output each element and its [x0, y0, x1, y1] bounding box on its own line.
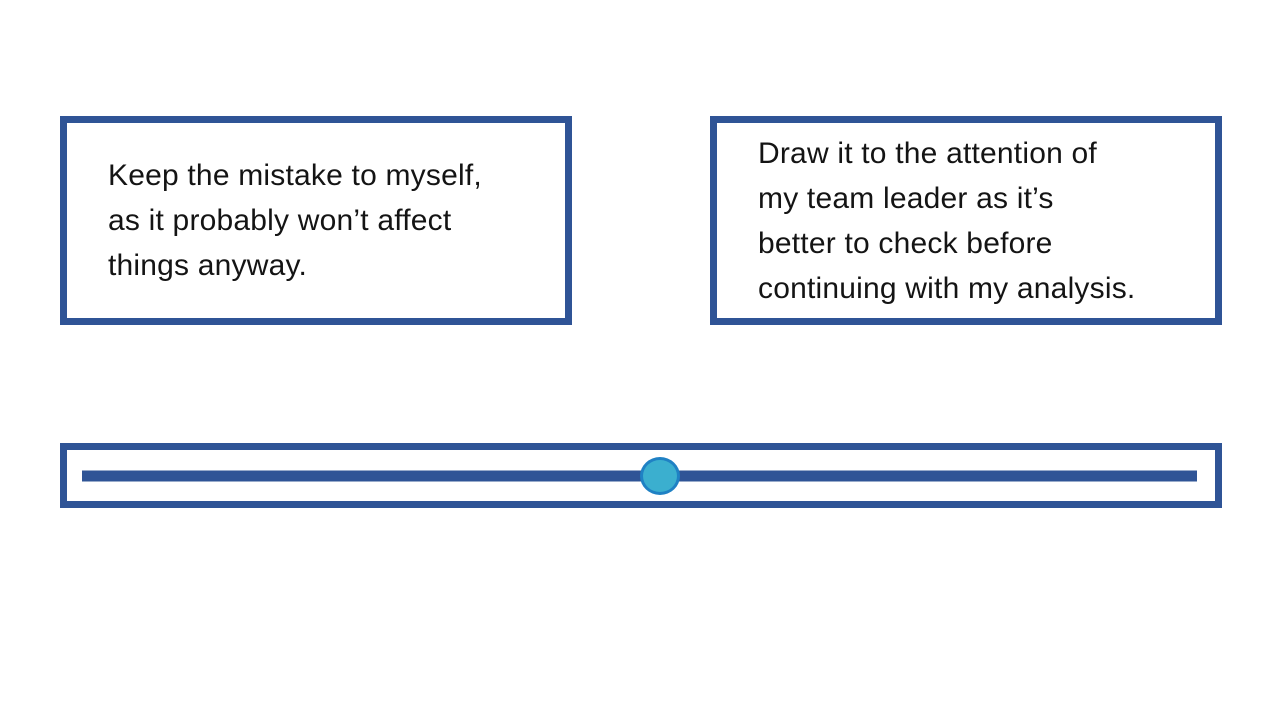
- slider: [60, 443, 1222, 508]
- slider-handle[interactable]: [640, 456, 680, 495]
- option-text-line: as it probably won’t affect: [108, 204, 452, 237]
- slider-track[interactable]: [82, 470, 1197, 481]
- option-box-tell-team-leader: Draw it to the attention of my team lead…: [710, 116, 1222, 325]
- option-text-line: my team leader as it’s: [758, 181, 1054, 215]
- option-text-line: Draw it to the attention of: [758, 136, 1097, 170]
- option-text-line: better to check before: [758, 226, 1053, 260]
- option-text-line: Keep the mistake to myself,: [108, 159, 482, 192]
- option-text-line: things anyway.: [108, 249, 308, 282]
- option-text-line: continuing with my analysis.: [758, 271, 1136, 305]
- option-box-keep-to-myself: Keep the mistake to myself, as it probab…: [60, 116, 572, 325]
